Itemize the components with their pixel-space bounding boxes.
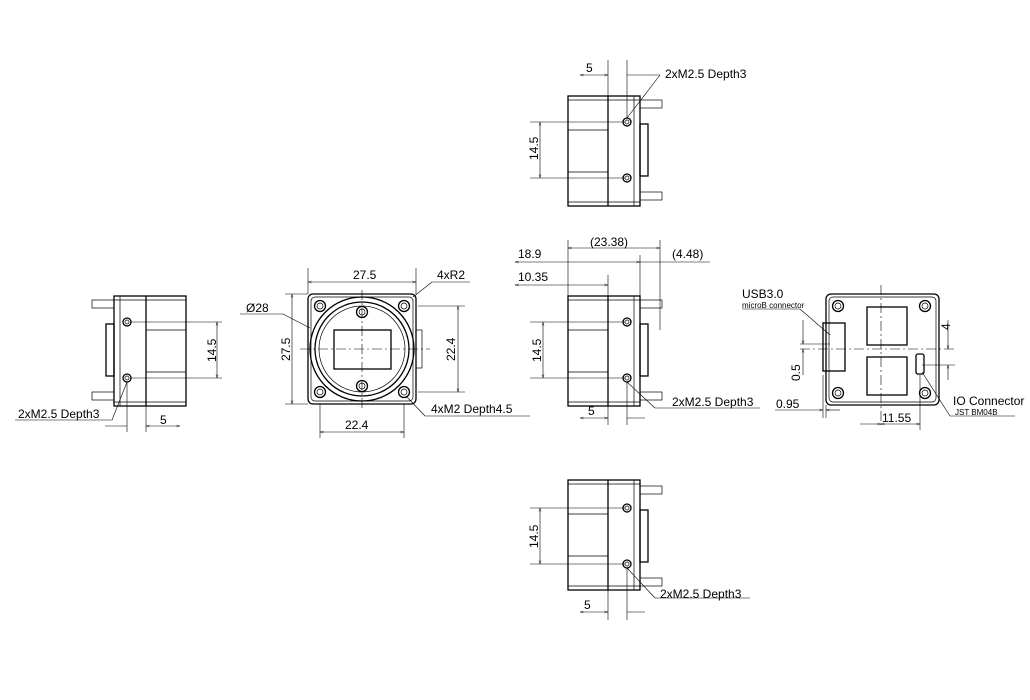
- back-dim-0-5: 0.5: [789, 364, 803, 381]
- top-dim-5: 5: [586, 61, 593, 75]
- front-view: 27.5 4xR2 Ø28 27.5 22.4 22.4 4xM2 Depth4…: [240, 268, 530, 438]
- usb-label: USB3.0: [742, 287, 784, 301]
- back-view: USB3.0 microB connector 4 0.5 0.95 11.55…: [742, 285, 1024, 430]
- back-dim-11-55: 11.55: [882, 411, 911, 425]
- left-hole-label: 2xM2.5 Depth3: [18, 407, 100, 421]
- front-diameter: Ø28: [246, 301, 269, 315]
- left-dim-5: 5: [160, 413, 167, 427]
- top-hole-label: 2xM2.5 Depth3: [665, 67, 747, 81]
- front-radius: 4xR2: [437, 268, 465, 282]
- side-view: (23.38) 18.9 (4.48) 10.35 14.5 5 2xM2.5 …: [515, 235, 760, 425]
- bottom-dim-height: 14.5: [527, 524, 541, 548]
- side-dim-4-48: (4.48): [672, 247, 703, 261]
- back-dim-0-95: 0.95: [776, 397, 800, 411]
- front-width: 27.5: [353, 268, 377, 282]
- bottom-dim-5: 5: [584, 598, 591, 612]
- back-dim-4: 4: [939, 323, 953, 330]
- bottom-view: 14.5 5 2xM2.5 Depth3: [527, 479, 750, 620]
- top-view: 5 2xM2.5 Depth3 14.5: [527, 60, 747, 207]
- side-dim-18-9: 18.9: [518, 247, 542, 261]
- side-dim-5: 5: [588, 404, 595, 418]
- front-hole-pitch-v: 22.4: [444, 337, 458, 361]
- left-dim-height: 14.5: [205, 338, 219, 362]
- front-height: 27.5: [279, 337, 293, 361]
- side-dim-height: 14.5: [530, 338, 544, 362]
- usb-sub-label: microB connector: [742, 301, 805, 310]
- io-connector-label: IO Connector: [953, 394, 1024, 408]
- side-dim-10-35: 10.35: [518, 270, 548, 284]
- front-hole-label: 4xM2 Depth4.5: [431, 402, 513, 416]
- left-view: 14.5 2xM2.5 Depth3 5: [15, 295, 222, 432]
- front-hole-pitch-h: 22.4: [345, 418, 369, 432]
- top-dim-height: 14.5: [527, 136, 541, 160]
- bottom-hole-label: 2xM2.5 Depth3: [660, 587, 742, 601]
- side-hole-label: 2xM2.5 Depth3: [672, 395, 754, 409]
- side-dim-23-38: (23.38): [590, 235, 628, 249]
- io-connector-sub-label: JST BM04B: [955, 408, 998, 417]
